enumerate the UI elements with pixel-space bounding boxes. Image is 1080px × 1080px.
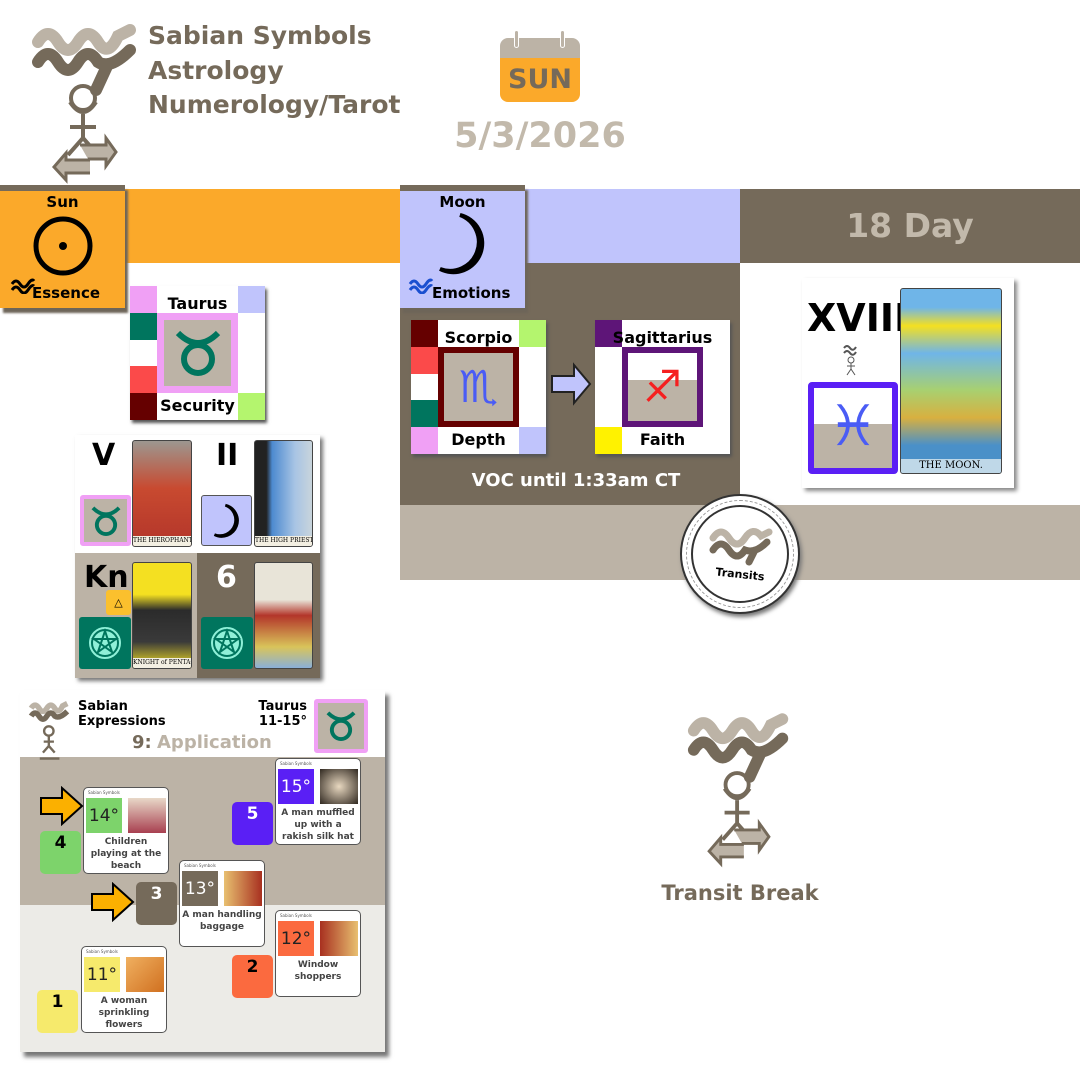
taurus-icon (80, 495, 131, 546)
taurus-icon (314, 699, 368, 753)
void-of-course-text: VOC until 1:33am CT (471, 470, 681, 491)
symbol-caption: A man muffled up with a rakish silk hat (281, 808, 355, 842)
tarot-card-knight-of-pentacles[interactable]: KNIGHT of PENTACLES (132, 562, 192, 669)
transits-button[interactable]: Transits (680, 494, 800, 614)
earth-element-icon: △ (106, 590, 131, 615)
arrow-right-icon (40, 786, 84, 826)
tarot-card-hierophant[interactable]: THE HIEROPHANT (132, 440, 192, 547)
sabian-degree-range: 11-15° (258, 714, 307, 729)
sign-keyword: Faith (639, 430, 686, 449)
degree-label: 15° (278, 769, 314, 804)
number-badge: 1 (37, 990, 78, 1033)
sun-symbol-icon (33, 216, 92, 276)
moon-to-sign-card: Sagittarius ♐ Faith (595, 320, 730, 454)
sign-keyword: Depth (451, 430, 506, 449)
pisces-icon: ♓ (808, 382, 898, 474)
symbol-caption: Children playing at the beach (90, 837, 162, 871)
moon-from-sign-card: Scorpio ♏ Depth (411, 320, 546, 454)
degree-label: 14° (86, 798, 122, 833)
moon-box: Moon Emotions (400, 185, 525, 308)
number-badge: 3 (136, 882, 177, 925)
sun-box: Sun Essence (0, 185, 125, 308)
date: 5/3/2026 (454, 116, 626, 156)
pentacle-icon (201, 617, 253, 669)
sign-name: Sagittarius (612, 328, 713, 347)
sign-name: Scorpio (444, 328, 513, 347)
symbol-caption: Window shoppers (294, 960, 342, 982)
brand-logo (32, 24, 136, 184)
sun-keyword: Essence (32, 284, 101, 302)
tarot-card-six-of-pentacles[interactable] (254, 562, 313, 669)
number-badge: 4 (40, 831, 81, 874)
symbol-caption: A man handling baggage (182, 910, 262, 932)
tarot-numeral: XVIII (807, 296, 909, 340)
tarot-numeral: II (216, 438, 239, 473)
title-line-1: Sabian Symbols (148, 21, 372, 50)
sign-name: Taurus (167, 294, 228, 313)
sabian-logo-icon (709, 528, 773, 566)
sabian-figure-icon (843, 345, 857, 376)
sabian-sign: Taurus (258, 699, 307, 714)
taurus-icon (157, 313, 238, 393)
tarot-card-the-moon[interactable]: THE MOON. (900, 288, 1002, 474)
day-label: 18 Day (846, 206, 974, 245)
sabian-title-1: Sabian (78, 699, 128, 714)
arrow-right-icon (91, 882, 135, 922)
transit-break-label: Transit Break (661, 881, 819, 905)
sign-keyword: Security (160, 396, 235, 415)
sabian-logo-icon (28, 701, 70, 760)
pentacle-icon (79, 617, 131, 669)
sun-sign-card: Taurus Security (130, 286, 265, 420)
title-line-2: Astrology (148, 56, 284, 85)
transit-break-logo (687, 713, 789, 868)
sabian-title-2: Expressions (78, 714, 166, 729)
title-line-3: Numerology/Tarot (148, 90, 401, 119)
calendar-icon: SUN (500, 30, 580, 102)
day-tarot-card: XVIII ♓ THE MOON. (802, 278, 1014, 488)
phase-name: Application (157, 732, 272, 753)
moon-keyword: Emotions (432, 284, 511, 302)
moon-label: Moon (439, 193, 486, 211)
number-badge: 5 (232, 802, 273, 845)
moon-icon (201, 495, 252, 546)
tarot-numeral: V (92, 438, 116, 473)
sun-label: Sun (46, 193, 79, 211)
degree-label: 11° (84, 957, 120, 992)
day-of-week: SUN (500, 58, 580, 102)
sagittarius-icon: ♐ (622, 347, 703, 427)
day-band: 18 Day (740, 189, 1080, 263)
degree-label: 13° (182, 871, 218, 906)
tarot-numeral: 6 (216, 560, 237, 595)
number-badge: 2 (232, 955, 273, 998)
symbol-caption: A woman sprinkling flowers (98, 996, 150, 1030)
arrow-right-icon (551, 362, 592, 406)
tarot-numeral: Kn (84, 560, 129, 595)
sabian-mini-icon (408, 278, 434, 294)
degree-label: 12° (278, 921, 314, 956)
scorpio-icon: ♏ (438, 347, 519, 427)
moon-icon (438, 213, 484, 275)
phase-number: 9: (132, 732, 152, 753)
sabian-mini-icon (10, 278, 36, 294)
tarot-card-high-priestess[interactable]: THE HIGH PRIESTESS (254, 440, 313, 547)
